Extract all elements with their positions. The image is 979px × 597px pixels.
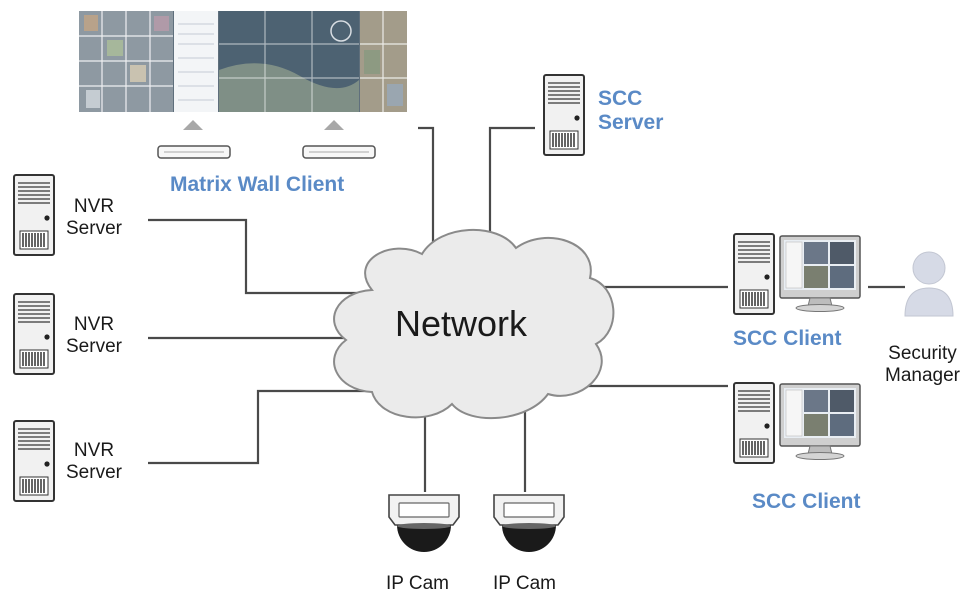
scc-client-tower-icon bbox=[733, 233, 775, 315]
up-arrow-icon bbox=[324, 120, 344, 130]
monitor-icon bbox=[779, 383, 861, 461]
ip-cam-label-2: IP Cam bbox=[493, 573, 557, 594]
nvr-server-label-1: NVR Server bbox=[66, 196, 122, 239]
scc-client-tower-icon bbox=[733, 382, 775, 464]
link-scc-server bbox=[488, 126, 535, 258]
nvr-server-icon-2 bbox=[13, 293, 55, 375]
link-matrix-wall bbox=[418, 126, 435, 255]
matrix-decoder-1 bbox=[157, 145, 231, 159]
scc-client-1-workstation bbox=[733, 233, 861, 315]
link-nvr-1 bbox=[148, 218, 370, 295]
nvr-server-label-3: NVR Server bbox=[66, 440, 122, 483]
dome-camera-icon-2 bbox=[493, 494, 565, 553]
scc-server-label: SCC Server bbox=[598, 87, 664, 135]
scc-client-label-1: SCC Client bbox=[733, 327, 842, 350]
nvr-server-icon-1 bbox=[13, 174, 55, 256]
nvr-server-icon-3 bbox=[13, 420, 55, 502]
up-arrow-icon bbox=[183, 120, 203, 130]
network-label: Network bbox=[395, 303, 528, 344]
ip-cam-label-1: IP Cam bbox=[386, 573, 450, 594]
link-nvr-3 bbox=[148, 389, 370, 465]
nvr-server-label-2: NVR Server bbox=[66, 314, 122, 357]
dome-camera-icon-1 bbox=[388, 494, 460, 553]
scc-server-icon bbox=[543, 74, 585, 156]
scc-client-2-workstation bbox=[733, 382, 861, 464]
matrix-wall-display bbox=[79, 11, 407, 112]
user-icon bbox=[904, 251, 954, 317]
security-manager-label: Security Manager bbox=[885, 343, 960, 386]
network-cloud bbox=[333, 229, 615, 420]
matrix-wall-client-label: Matrix Wall Client bbox=[170, 173, 345, 196]
matrix-decoder-2 bbox=[302, 145, 376, 159]
scc-client-label-2: SCC Client bbox=[752, 490, 861, 513]
monitor-icon bbox=[779, 235, 861, 313]
